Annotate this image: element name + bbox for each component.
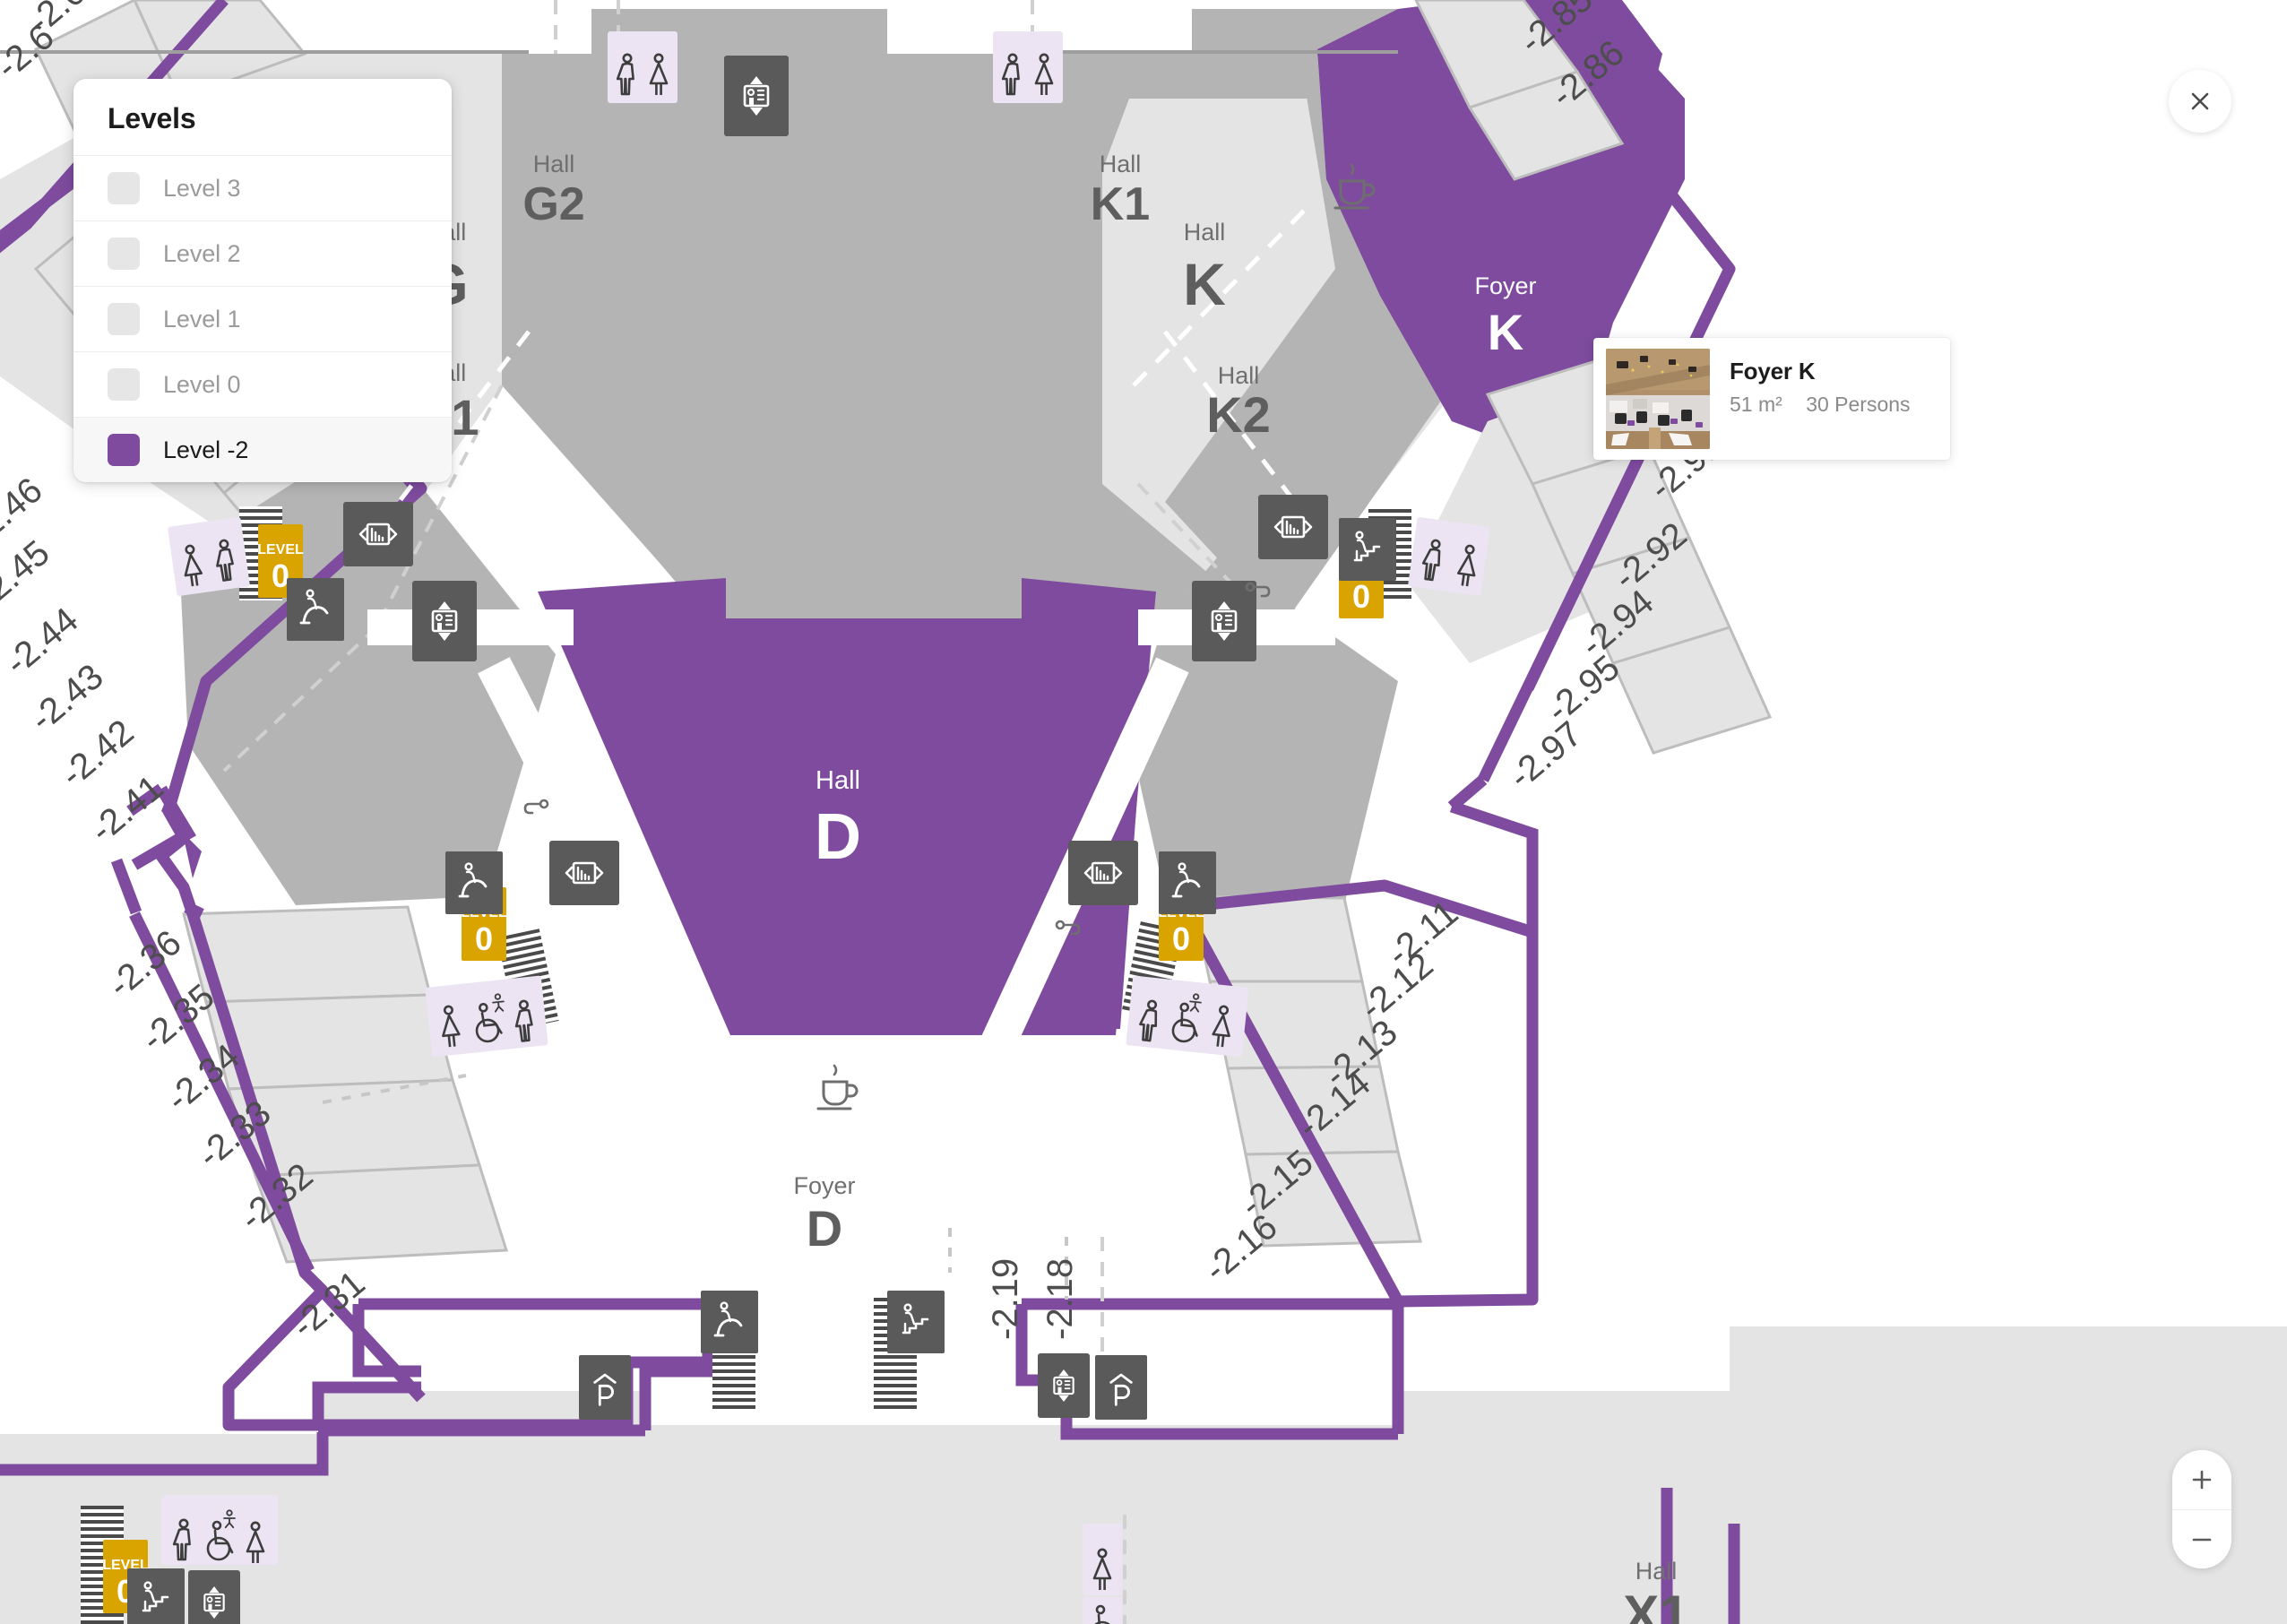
elevator-icon[interactable] <box>418 578 482 659</box>
escalator-icon[interactable] <box>56 1568 113 1624</box>
room-number: -2.18 <box>1040 1258 1080 1340</box>
room-capacity: 30 Persons <box>1806 393 1911 416</box>
elevator-icon[interactable] <box>724 56 789 136</box>
elevator-icon[interactable] <box>412 581 477 661</box>
level-option-label: Level -2 <box>163 436 249 463</box>
level-color-swatch <box>108 303 140 335</box>
level-color-swatch <box>108 368 140 401</box>
escalator-icon[interactable] <box>887 1291 945 1353</box>
zoom-controls[interactable] <box>2172 1450 2231 1568</box>
level-option-level-2[interactable]: Level 2 <box>73 220 452 286</box>
accessible-toilet-icon[interactable] <box>425 975 548 1058</box>
toilet-icon[interactable] <box>1408 517 1490 597</box>
room-area: 51 m² <box>1730 393 1782 416</box>
level-option-level-1[interactable]: Level 1 <box>73 286 452 351</box>
foyer-label-d: D <box>807 1200 842 1257</box>
parking-icon[interactable] <box>579 1355 631 1420</box>
hall-label-x1-prefix: Hall <box>1635 1558 1678 1585</box>
escalator-icon[interactable] <box>127 1568 185 1624</box>
toilet-icon[interactable] <box>1083 1524 1122 1595</box>
hall-label-k: K <box>1183 251 1226 317</box>
foyer-label-k: K <box>1488 304 1523 360</box>
level-option-label: Level 0 <box>163 370 241 398</box>
cloakroom-icon[interactable] <box>549 841 619 905</box>
svg-text:0: 0 <box>475 920 493 957</box>
hall-label-k-prefix: Hall <box>1184 219 1226 246</box>
svg-text:0: 0 <box>1352 578 1370 615</box>
accessible-toilet-icon[interactable] <box>1126 975 1249 1058</box>
hall-label-x1: X1 <box>1623 1585 1688 1624</box>
level-option-label: Level 3 <box>163 174 241 202</box>
room-info-meta: 51 m² 30 Persons <box>1730 393 1929 417</box>
escalator-icon[interactable] <box>701 1291 758 1353</box>
room-info-card[interactable]: Foyer K 51 m² 30 Persons <box>1593 338 1950 460</box>
level-option-label: Level 1 <box>163 305 241 333</box>
plus-icon <box>2192 1470 2212 1490</box>
hall-label-k2: K2 <box>1206 386 1271 443</box>
levels-panel-title: Levels <box>108 102 196 134</box>
room-info-title: Foyer K <box>1730 358 1816 384</box>
hall-label-g2-prefix: Hall <box>533 151 575 177</box>
toilet-icon[interactable] <box>168 517 250 597</box>
accessible-toilet-icon[interactable] <box>1083 1597 1122 1624</box>
hall-label-k1-prefix: Hall <box>1100 151 1142 177</box>
level-color-swatch <box>108 172 140 204</box>
level-option-level-minus-2[interactable]: Level -2 <box>73 417 452 482</box>
close-icon <box>2191 92 2209 110</box>
accessible-toilet-icon[interactable] <box>161 1495 278 1565</box>
level-color-swatch <box>108 238 140 270</box>
cloakroom-icon[interactable] <box>343 502 413 566</box>
level-option-label: Level 2 <box>163 239 241 267</box>
room-number: -2.19 <box>986 1258 1025 1340</box>
levels-panel[interactable]: Levels Level 3 Level 2 Level 1 Level 0 L… <box>73 79 452 482</box>
hall-label-d-prefix: Hall <box>816 766 860 795</box>
hall-label-k1: K1 <box>1091 178 1150 230</box>
level-option-level-0[interactable]: Level 0 <box>73 351 452 417</box>
zoom-out-button[interactable] <box>2172 1509 2231 1568</box>
toilet-icon[interactable] <box>608 31 677 103</box>
escalator-icon[interactable] <box>1339 518 1396 581</box>
hall-label-k2-prefix: Hall <box>1218 362 1260 389</box>
foyer-label-d-prefix: Foyer <box>793 1172 855 1199</box>
level-option-level-3[interactable]: Level 3 <box>73 155 452 220</box>
close-button[interactable] <box>2169 70 2231 133</box>
cloakroom-icon[interactable] <box>1258 495 1328 559</box>
elevator-icon[interactable] <box>1038 1353 1090 1418</box>
hall-label-d: D <box>815 801 861 873</box>
hall-label-g2: G2 <box>522 178 584 230</box>
zoom-in-button[interactable] <box>2172 1450 2231 1509</box>
elevator-icon[interactable] <box>1192 581 1256 661</box>
level-color-swatch <box>108 434 140 466</box>
escalator-icon[interactable] <box>445 851 503 914</box>
escalator-icon[interactable] <box>287 578 344 641</box>
svg-text:0: 0 <box>1172 920 1190 957</box>
parking-icon[interactable] <box>1095 1355 1147 1420</box>
cloakroom-icon[interactable] <box>1068 841 1138 905</box>
foyer-label-k-prefix: Foyer <box>1474 272 1536 299</box>
minus-icon <box>2192 1538 2212 1541</box>
svg-text:0: 0 <box>272 557 289 594</box>
svg-text:LEVEL: LEVEL <box>257 542 304 557</box>
elevator-icon[interactable] <box>188 1570 240 1624</box>
escalator-icon[interactable] <box>1159 851 1216 914</box>
room-thumbnail <box>1606 349 1710 449</box>
toilet-icon[interactable] <box>993 31 1063 103</box>
